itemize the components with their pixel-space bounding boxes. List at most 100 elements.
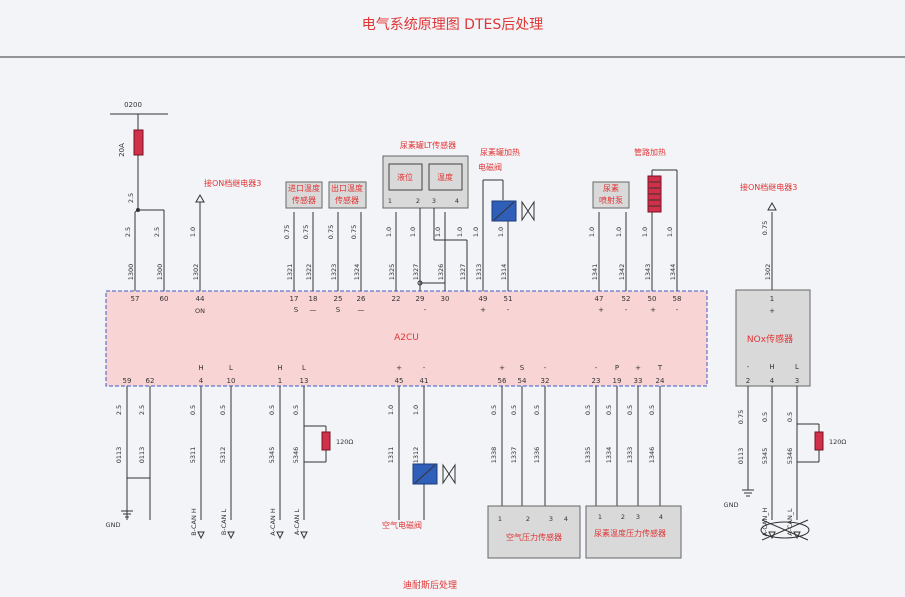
bottom-pin-number: 59 — [123, 377, 132, 385]
top-pin-number: 47 — [595, 295, 604, 303]
top-pin-number: 49 — [479, 295, 488, 303]
wire-number: 1302 — [192, 264, 200, 281]
top-pin-number: 29 — [416, 295, 425, 303]
wire-number: 1334 — [605, 447, 613, 464]
wire-gauge: 1.0 — [412, 405, 420, 415]
wire-number: 1314 — [500, 264, 508, 281]
page-title: 电气系统原理图 DTES后处理 — [361, 17, 544, 33]
wire-number: 1300 — [156, 264, 164, 281]
wire-number: 1342 — [618, 264, 626, 281]
can-label: B-CAN H — [190, 508, 198, 536]
top-pin-number: 50 — [648, 295, 657, 303]
pin-mark: - — [424, 306, 427, 314]
urea-sensor-pin: 4 — [659, 513, 663, 521]
top-pin-number: 58 — [673, 295, 682, 303]
pin-mark: - — [544, 364, 547, 372]
pin-mark: - — [595, 364, 598, 372]
wire-number: 1321 — [286, 264, 294, 281]
nox-pin-mark: L — [795, 363, 799, 371]
wire-number: 1302 — [764, 264, 772, 281]
top-pin-number: 30 — [441, 295, 450, 303]
urea-sensor-pin: 1 — [598, 513, 602, 521]
air-pressure-sensor — [487, 505, 581, 559]
air-sensor-pin: 4 — [564, 515, 568, 523]
air-pressure-label: 空气压力传感器 — [506, 532, 562, 542]
wire-number: 1338 — [490, 447, 498, 464]
wire-number: 1337 — [510, 447, 518, 464]
urea-pump-label: 喷射泵 — [599, 195, 623, 205]
arrow-down-icon — [197, 531, 205, 540]
air-sensor-pin: 3 — [549, 515, 553, 523]
inlet-temp-sensor — [285, 181, 323, 209]
top-pin-number: 44 — [196, 295, 205, 303]
fuse-icon — [133, 129, 144, 156]
top-pin-number: 26 — [357, 295, 366, 303]
wire-number: 5311 — [189, 447, 197, 464]
top-pin-number: 18 — [309, 295, 318, 303]
top-pin-number: 52 — [622, 295, 631, 303]
arrow-down-icon — [227, 531, 235, 540]
wire-number: 5346 — [292, 447, 300, 464]
bottom-pin-number: 45 — [395, 377, 404, 385]
wire-number: 1324 — [353, 264, 361, 281]
level-label: 液位 — [397, 172, 413, 182]
pin-mark: - — [423, 364, 426, 372]
wire-gauge: 0.5 — [490, 405, 498, 415]
wire-number: 0113 — [737, 448, 745, 465]
temp-box — [428, 163, 463, 191]
wire-gauge: 0.5 — [584, 405, 592, 415]
pin-mark: P — [615, 364, 619, 372]
lt-pin-number: 3 — [432, 197, 436, 205]
wire-gauge: 1.0 — [434, 227, 442, 237]
pin-mark: + — [499, 364, 505, 372]
can-label: A-CAN L — [293, 509, 301, 536]
pipe-heat-label: 管路加热 — [634, 147, 666, 157]
nox-pin-mark: + — [769, 307, 775, 315]
nox-pin-mark: H — [769, 363, 774, 371]
wire-gauge: 1.0 — [588, 227, 596, 237]
gnd-label: GND — [724, 501, 739, 509]
arrow-up-icon — [195, 193, 205, 203]
bottom-pin-number: 32 — [541, 377, 550, 385]
pin-mark: + — [396, 364, 402, 372]
pin-mark: L — [302, 364, 306, 372]
wire-gauge: 0.5 — [533, 405, 541, 415]
pin-mark: S — [520, 364, 525, 372]
wire-number: 1341 — [591, 264, 599, 281]
relay-label-left: 接ON档继电器3 — [204, 178, 261, 188]
air-sensor-pin: 2 — [526, 515, 530, 523]
urea-tank-heat-label: 尿素罐加热 — [480, 147, 520, 157]
wire-gauge: 1.0 — [456, 227, 464, 237]
wire-gauge: 0.5 — [189, 405, 197, 415]
wire-gauge: 0.5 — [510, 405, 518, 415]
relay-label-right: 接ON档继电器3 — [740, 182, 797, 192]
wire-number: 1325 — [388, 264, 396, 281]
wire-gauge: 1.0 — [387, 405, 395, 415]
wire-number: 1327 — [459, 264, 467, 281]
bus-split — [134, 209, 139, 213]
pin-mark: + — [480, 306, 486, 314]
wire-gauge: 0.5 — [219, 405, 227, 415]
wire-number: 1333 — [626, 447, 634, 464]
wire-number: 0113 — [115, 447, 123, 464]
footer-label: 迪耐斯后处理 — [402, 581, 457, 591]
inlet-temp-label: 传感器 — [292, 195, 316, 205]
top-pin-number: 57 — [131, 295, 140, 303]
arrow-up-icon — [767, 201, 777, 211]
pin-mark: + — [635, 364, 641, 372]
pin-mark: + — [598, 306, 604, 314]
top-pin-number: 22 — [392, 295, 401, 303]
urea-tp-label: 尿素温度压力传感器 — [594, 528, 666, 538]
wire-gauge: 1.0 — [409, 227, 417, 237]
bottom-pin-number: 33 — [634, 377, 643, 385]
pin-mark: — — [310, 306, 317, 314]
bottom-pin-number: 24 — [656, 377, 665, 385]
level-box — [388, 163, 423, 191]
wire-number: 5312 — [219, 447, 227, 464]
top-pin-number: 25 — [334, 295, 343, 303]
fuse-label: 20A — [118, 143, 126, 157]
wire-number: 1322 — [305, 264, 313, 281]
wire-number: 5346 — [786, 448, 794, 465]
bottom-pin-number: 10 — [227, 377, 236, 385]
wire-gauge: 2.5 — [115, 405, 123, 415]
